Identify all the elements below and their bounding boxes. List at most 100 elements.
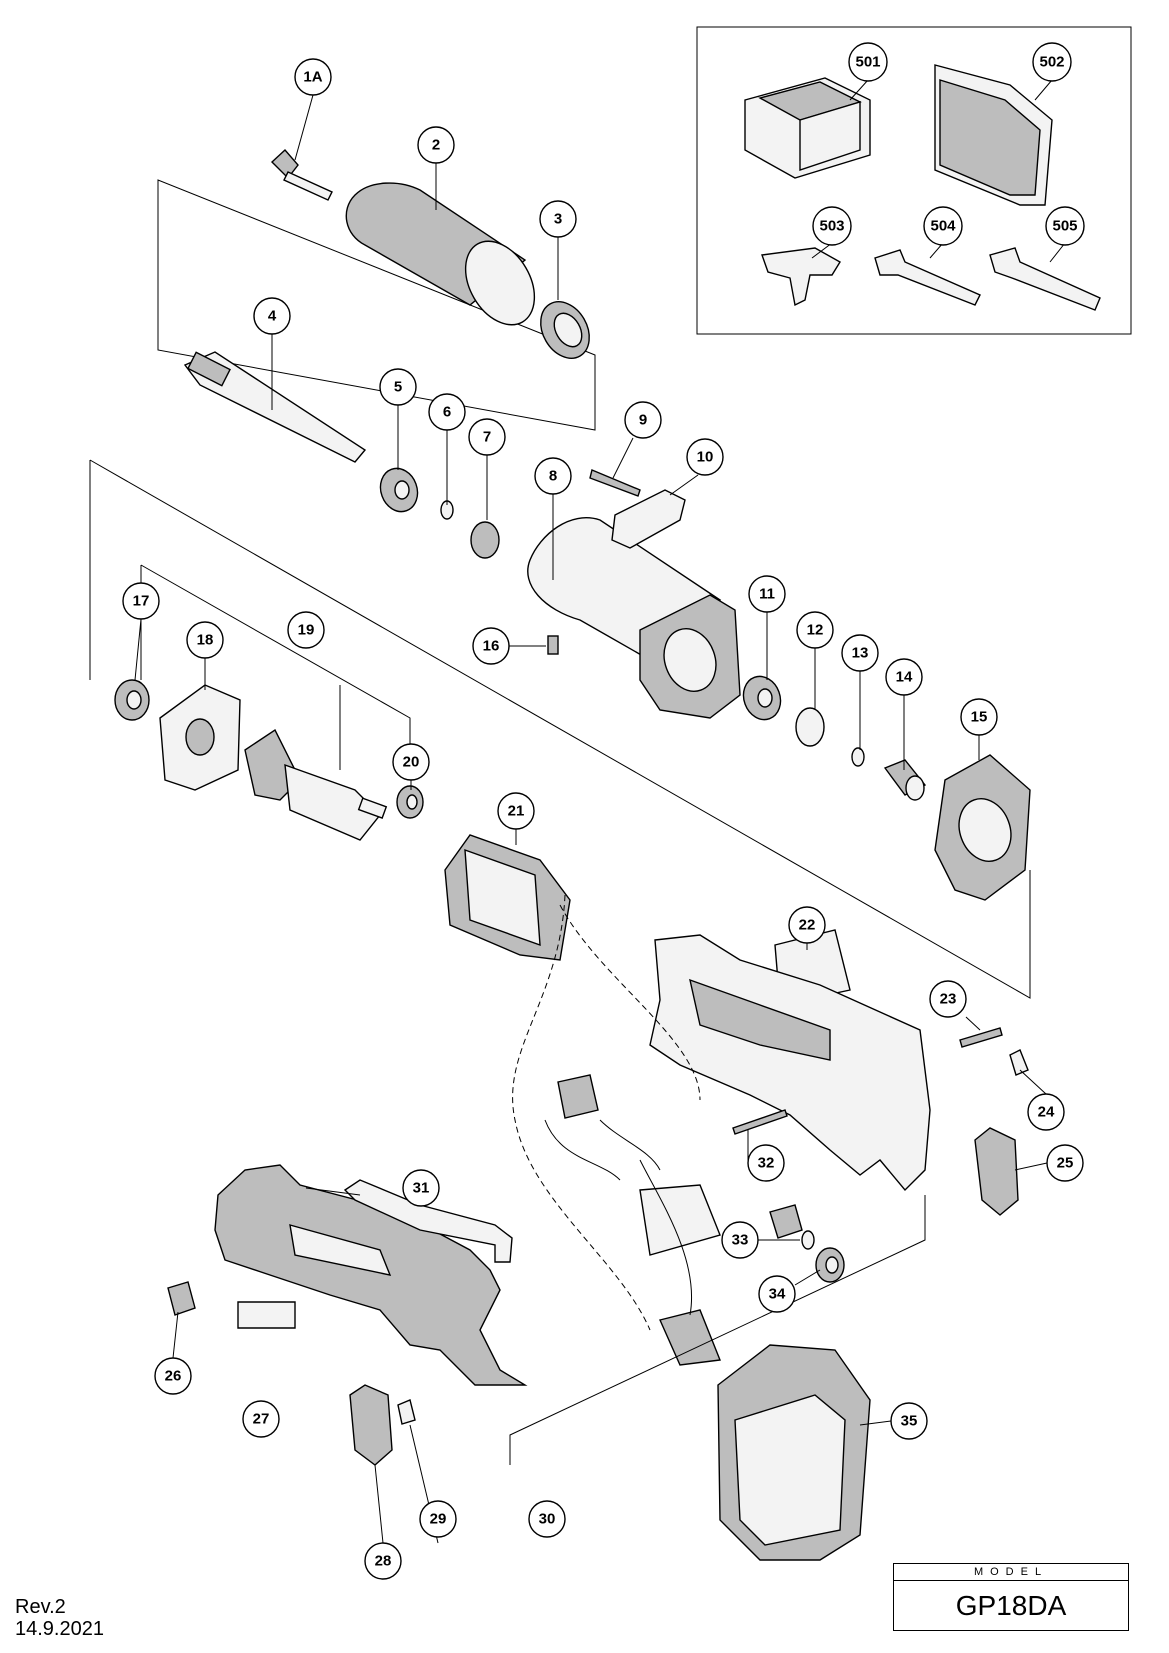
- button-26-part: [167, 1281, 196, 1316]
- callout-24: 24: [1027, 1093, 1065, 1131]
- label-27-part: [237, 1301, 296, 1329]
- callout-34-label: 34: [769, 1286, 786, 1303]
- callout-28: 28: [364, 1542, 402, 1580]
- armature-19-part: [244, 728, 388, 841]
- switch-harness-part: [544, 1074, 721, 1366]
- callout-502-label: 502: [1039, 54, 1064, 71]
- callout-33-label: 33: [732, 1232, 749, 1249]
- callout-33: 33: [721, 1221, 759, 1259]
- screw-1a-part: [270, 148, 333, 201]
- spindle-4-part: [183, 351, 367, 463]
- bracket-31-part: [343, 1179, 513, 1263]
- washer-7-part: [470, 521, 500, 559]
- callout-11: 11: [748, 575, 786, 613]
- callout-5: 5: [379, 368, 417, 406]
- bearing-5-part: [379, 467, 419, 513]
- callout-15: 15: [960, 698, 998, 736]
- callout-29-label: 29: [430, 1511, 447, 1528]
- belt-hook-part: [761, 247, 841, 307]
- callout-18: 18: [186, 621, 224, 659]
- bearing-20-part: [396, 785, 424, 819]
- callout-13: 13: [841, 634, 879, 672]
- callout-505-label: 505: [1052, 218, 1077, 235]
- cap-28-part: [349, 1384, 393, 1466]
- callout-22-label: 22: [799, 917, 816, 934]
- housing-half-part: [649, 934, 931, 1192]
- callout-6-label: 6: [443, 404, 451, 421]
- ring-12-part: [795, 707, 825, 747]
- callout-4-label: 4: [268, 308, 277, 325]
- callout-501: 501: [848, 42, 888, 82]
- callout-16-label: 16: [483, 638, 500, 655]
- callout-2: 2: [417, 126, 455, 164]
- callout-17: 17: [122, 582, 160, 620]
- callout-31-label: 31: [413, 1180, 430, 1197]
- callout-10-label: 10: [697, 449, 714, 466]
- bearing-17-part: [114, 679, 150, 721]
- callout-18-label: 18: [197, 632, 214, 649]
- callout-20: 20: [392, 743, 430, 781]
- callout-9-label: 9: [639, 412, 647, 429]
- leader-lines: [134, 94, 1048, 1544]
- callout-20-label: 20: [403, 754, 420, 771]
- group-frame-housing: [509, 1195, 926, 1465]
- revision-number: Rev.2: [15, 1596, 66, 1618]
- callout-31: 31: [402, 1169, 440, 1207]
- callout-14: 14: [885, 658, 923, 696]
- callout-28-label: 28: [375, 1553, 392, 1570]
- callout-7: 7: [468, 418, 506, 456]
- model-number: GP18DA: [955, 1590, 1067, 1621]
- callout-502: 502: [1032, 42, 1072, 82]
- sleeve-14-part: [883, 759, 927, 801]
- callout-24-label: 24: [1038, 1104, 1055, 1121]
- callout-27-label: 27: [253, 1411, 270, 1428]
- lever-10-part: [611, 489, 686, 549]
- callout-10: 10: [686, 438, 724, 476]
- gear-housing-8-part: [527, 517, 741, 719]
- callout-8: 8: [534, 457, 572, 495]
- callout-1a-label: 1A: [303, 69, 322, 86]
- callout-12-label: 12: [807, 622, 824, 639]
- callout-9: 9: [624, 401, 662, 439]
- callout-30-label: 30: [539, 1511, 556, 1528]
- callout-503: 503: [812, 206, 852, 246]
- carrying-case-part: [934, 64, 1053, 206]
- callout-5-label: 5: [394, 379, 402, 396]
- o-ring-33-part: [801, 1230, 815, 1250]
- callout-505: 505: [1045, 206, 1085, 246]
- accessories-frame: [696, 26, 1132, 335]
- callout-15-label: 15: [971, 709, 988, 726]
- stator-21-part: [444, 834, 571, 961]
- callout-504-label: 504: [930, 218, 956, 235]
- model-label: MODEL: [894, 1564, 1128, 1581]
- battery-35-part: [717, 1344, 871, 1561]
- callout-503-label: 503: [819, 218, 844, 235]
- callout-30: 30: [528, 1500, 566, 1538]
- callout-11-label: 11: [759, 586, 775, 603]
- label-29-part: [397, 1399, 416, 1425]
- callout-504: 504: [923, 206, 963, 246]
- screw-9-part: [589, 469, 641, 497]
- callout-25-label: 25: [1057, 1155, 1074, 1172]
- pin-16-part: [547, 635, 559, 655]
- baffle-18-part: [159, 684, 241, 791]
- rear-cover-part: [345, 182, 536, 326]
- knob-34-part: [815, 1247, 845, 1283]
- cap-25-part: [974, 1127, 1019, 1216]
- snap-ring-13-part: [851, 747, 865, 767]
- ring-3-part: [540, 301, 590, 359]
- model-box: MODEL GP18DA: [893, 1563, 1129, 1631]
- plate-15-part: [934, 754, 1031, 901]
- callout-27: 27: [242, 1400, 280, 1438]
- callout-23-label: 23: [940, 991, 957, 1008]
- callout-32: 32: [747, 1144, 785, 1182]
- bearing-11-part: [742, 675, 782, 721]
- callout-21-label: 21: [508, 803, 525, 820]
- callout-6: 6: [428, 393, 466, 431]
- callout-14-label: 14: [896, 669, 913, 686]
- callout-12: 12: [796, 611, 834, 649]
- callout-29: 29: [419, 1500, 457, 1538]
- callout-19-label: 19: [298, 622, 315, 639]
- callout-4: 4: [253, 297, 291, 335]
